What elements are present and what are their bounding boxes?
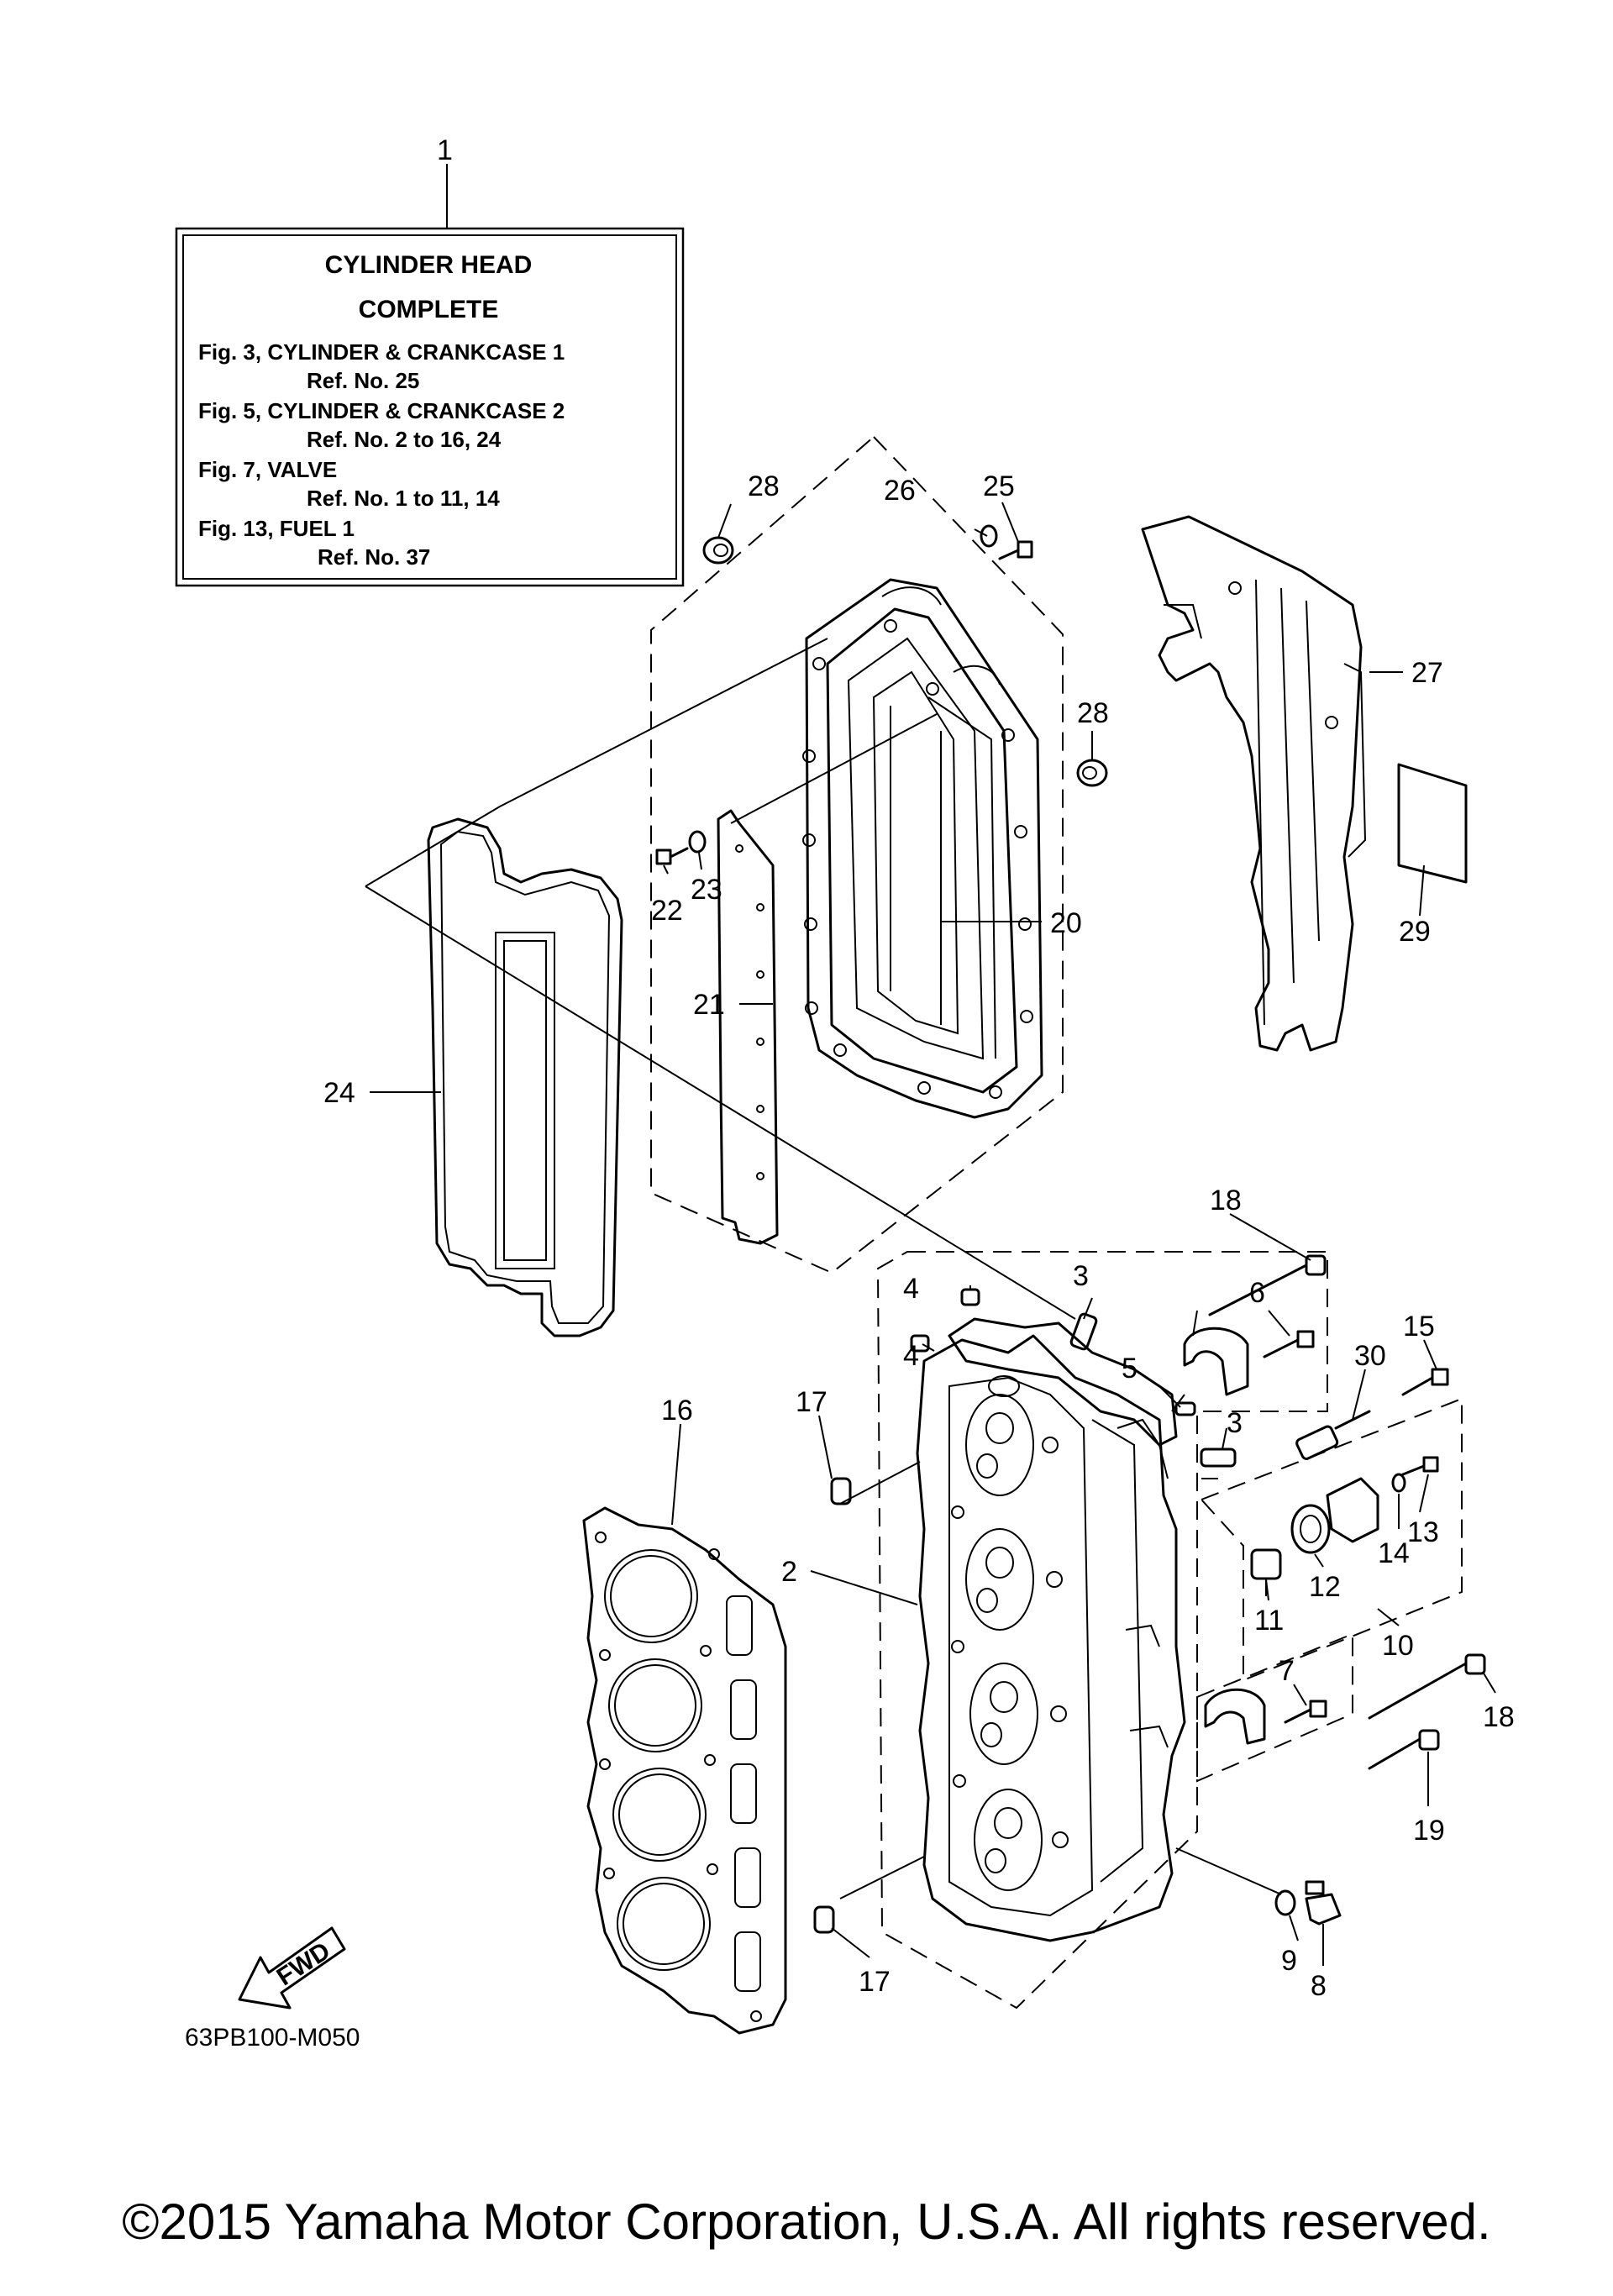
thermostat-cover-12 — [1290, 1504, 1331, 1554]
box-ref-5: Ref. No. 2 to 16, 24 — [307, 427, 502, 452]
diagram-reference: 63PB100-M050 — [185, 2024, 360, 2052]
callout-4-top: 4 — [903, 1273, 919, 1305]
bolt-6 — [1263, 1330, 1315, 1358]
callout-22: 22 — [651, 895, 683, 927]
housing-13 — [1326, 1477, 1379, 1543]
callout-6: 6 — [1249, 1277, 1265, 1309]
washer-26 — [980, 524, 998, 548]
cylinder-head-cover — [802, 578, 1043, 1119]
callout-12: 12 — [1309, 1571, 1341, 1603]
box-ref-3: Ref. No. 25 — [307, 368, 419, 393]
dowel-3-right — [1200, 1447, 1237, 1468]
fwd-arrow-icon: FWD — [238, 1926, 346, 2010]
head-cover-gasket — [427, 817, 623, 1337]
pin-5 — [1174, 1401, 1196, 1416]
bolt-7 — [1284, 1700, 1327, 1724]
callout-19: 19 — [1413, 1815, 1445, 1847]
drain-bolt-8 — [1305, 1880, 1342, 1926]
grommet-28-right — [1076, 759, 1108, 787]
washer-9 — [1274, 1889, 1296, 1916]
callout-18-right: 18 — [1483, 1701, 1515, 1733]
box-title-line2: COMPLETE — [359, 296, 499, 323]
bolt-22 — [655, 847, 689, 865]
callout-15: 15 — [1403, 1311, 1435, 1342]
callout-18-top: 18 — [1210, 1185, 1242, 1216]
callout-9: 9 — [1281, 1945, 1297, 1977]
callout-21: 21 — [693, 989, 725, 1021]
plug-4-top — [960, 1288, 980, 1306]
box-ref-7: Ref. No. 1 to 11, 14 — [307, 486, 500, 511]
bolt-15 — [1401, 1368, 1449, 1396]
leader-lines — [370, 502, 1496, 1966]
callout-20: 20 — [1050, 907, 1082, 939]
callout-3-right: 3 — [1227, 1407, 1243, 1439]
cylinder-head-gasket — [582, 1506, 787, 2035]
bolt-19 — [1368, 1729, 1440, 1770]
callout-1: 1 — [437, 134, 453, 166]
washer-14 — [1391, 1473, 1406, 1493]
box-title-line1: CYLINDER HEAD — [325, 251, 533, 279]
bolt-18-top — [1208, 1254, 1327, 1316]
washer-23 — [688, 830, 707, 854]
info-box: 1 CYLINDER HEAD COMPLETE Fig. 3, CYLINDE… — [175, 134, 685, 587]
outer-cover — [1141, 515, 1367, 1052]
callout-24: 24 — [323, 1077, 355, 1109]
callout-2: 2 — [781, 1556, 797, 1588]
callout-7: 7 — [1279, 1655, 1295, 1687]
bracket-upper — [1183, 1327, 1249, 1396]
callout-23: 23 — [691, 874, 722, 906]
callout-11: 11 — [1254, 1605, 1284, 1637]
box-ref-13: Ref. No. 37 — [318, 544, 430, 570]
alignment-lines — [365, 638, 1282, 1899]
copyright-notice: ©2015 Yamaha Motor Corporation, U.S.A. A… — [122, 2194, 1491, 2250]
callout-26: 26 — [884, 475, 916, 507]
dowel-pin-17-bottom — [813, 1905, 835, 1934]
thermostat-11 — [1250, 1548, 1282, 1596]
plug-4-left — [910, 1334, 930, 1353]
callout-17-top: 17 — [796, 1386, 828, 1418]
side-cover-gasket — [717, 809, 779, 1245]
valve-cover-group-outline — [650, 435, 1064, 1274]
bracket-lower — [1204, 1688, 1266, 1745]
bracket-group-outline — [1196, 1632, 1353, 1783]
box-fig-3: Fig. 3, CYLINDER & CRANKCASE 1 — [198, 339, 565, 365]
head-top-section — [948, 1317, 1178, 1447]
callout-17-bottom: 17 — [859, 1966, 891, 1998]
cylinder-head-group-outline — [876, 1251, 1328, 2010]
box-fig-5: Fig. 5, CYLINDER & CRANKCASE 2 — [198, 398, 565, 423]
cylinder-head — [916, 1334, 1186, 1942]
caution-label — [1397, 763, 1468, 884]
callout-5: 5 — [1122, 1353, 1138, 1384]
bolt-13 — [1401, 1456, 1439, 1476]
callout-25: 25 — [983, 470, 1015, 502]
box-fig-13: Fig. 13, FUEL 1 — [198, 516, 355, 541]
fwd-label: FWD — [272, 1936, 335, 1991]
callout-3-top: 3 — [1073, 1260, 1089, 1292]
callout-numbers: 2 3 3 4 4 5 6 7 8 9 10 11 12 13 14 15 16… — [323, 470, 1515, 2002]
callout-16: 16 — [661, 1395, 693, 1426]
callout-28-top: 28 — [748, 470, 780, 502]
callout-27: 27 — [1411, 657, 1443, 689]
callout-14: 14 — [1378, 1537, 1410, 1569]
box-fig-7: Fig. 7, VALVE — [198, 457, 337, 482]
dowel-3-top — [1069, 1312, 1098, 1351]
bolt-25 — [998, 540, 1033, 560]
grommet-28-top — [702, 536, 734, 565]
callout-10: 10 — [1382, 1630, 1414, 1662]
callout-28-right: 28 — [1077, 697, 1109, 729]
callout-29: 29 — [1399, 916, 1431, 948]
callout-13: 13 — [1407, 1516, 1439, 1548]
callout-8: 8 — [1311, 1970, 1327, 2002]
callout-30: 30 — [1354, 1340, 1386, 1372]
callout-4-left: 4 — [903, 1340, 919, 1372]
sensor-30 — [1295, 1410, 1371, 1460]
bolt-18-lower — [1368, 1653, 1486, 1720]
thermostat-group-outline — [1200, 1397, 1463, 1682]
